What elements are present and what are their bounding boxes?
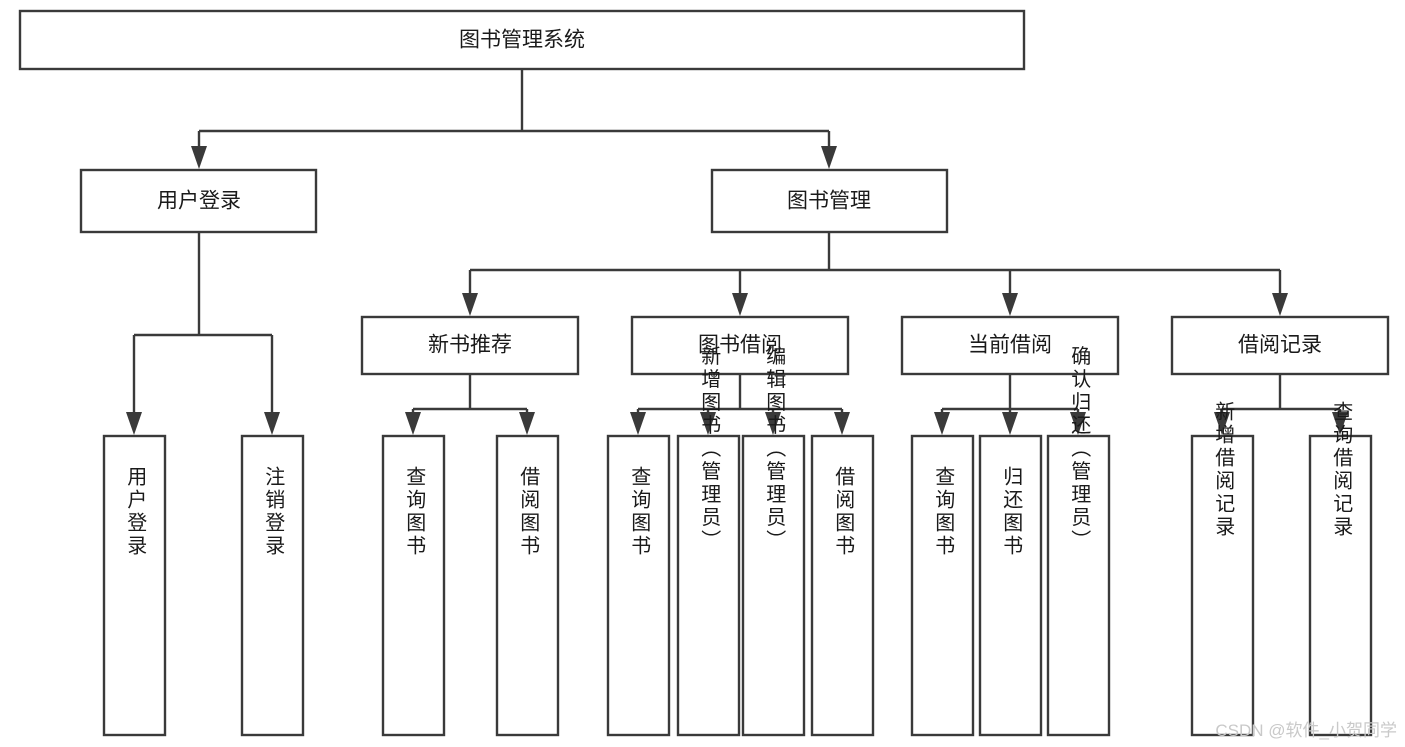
leaf-book-borrow-query-label: 查询图书	[628, 466, 651, 558]
node-current-borrow[interactable]: 当前借阅	[900, 315, 1120, 376]
node-user-login-box[interactable]	[79, 168, 318, 234]
node-book-management[interactable]: 图书管理	[710, 168, 949, 234]
arrow-head-cb-leaf-0	[934, 412, 950, 435]
leaf-book-borrow-add-box[interactable]	[676, 434, 741, 737]
node-book-borrow-box[interactable]	[630, 315, 850, 376]
leaf-current-borrow-query-box[interactable]	[910, 434, 975, 737]
arrow-head-user-login	[191, 146, 207, 169]
leaf-new-book-borrow-label: 借阅图书	[517, 466, 540, 558]
node-current-borrow-label: 当前借阅	[968, 334, 1052, 357]
arrow-head-bb-leaf-0	[630, 412, 646, 435]
leaf-book-borrow-borrow-label: 借阅图书	[832, 466, 855, 558]
leaf-book-borrow-add-label: 新增图书（管理员）	[698, 345, 721, 552]
leaf-user-login-logout-label: 注销登录	[262, 466, 285, 558]
leaf-user-login-logout[interactable]: 注销登录	[240, 434, 305, 737]
leaf-book-borrow-query-box[interactable]	[606, 434, 671, 737]
leaf-user-login-login-box[interactable]	[102, 434, 167, 737]
node-borrow-record-label: 借阅记录	[1238, 334, 1322, 357]
arrow-head-br-leaf-0	[1214, 412, 1230, 435]
node-root-box[interactable]	[18, 9, 1026, 71]
leaf-book-borrow-add[interactable]: 新增图书（管理员）	[676, 345, 741, 737]
leaf-book-borrow-edit-label: 编辑图书（管理员）	[763, 345, 786, 552]
node-borrow-record-box[interactable]	[1170, 315, 1390, 376]
leaf-new-book-borrow-box[interactable]	[495, 434, 560, 737]
node-user-login[interactable]: 用户登录	[79, 168, 318, 234]
node-book-management-label: 图书管理	[787, 190, 871, 213]
leaf-current-borrow-query-label: 查询图书	[932, 466, 955, 558]
arrow-head-nb-leaf-0	[405, 412, 421, 435]
node-new-book-recommend-box[interactable]	[360, 315, 580, 376]
arrow-head-leaf-logout	[264, 412, 280, 435]
leaf-book-borrow-query[interactable]: 查询图书	[606, 434, 671, 737]
node-new-book-recommend[interactable]: 新书推荐	[360, 315, 580, 376]
node-new-book-recommend-label: 新书推荐	[428, 334, 512, 357]
arrow-head-book-borrow	[732, 293, 748, 316]
leaf-current-borrow-confirm-box[interactable]	[1046, 434, 1111, 737]
leaf-book-borrow-edit[interactable]: 编辑图书（管理员）	[741, 345, 806, 737]
leaf-new-book-borrow[interactable]: 借阅图书	[495, 434, 560, 737]
leaf-borrow-record-query[interactable]: 查询借阅记录	[1308, 401, 1373, 737]
leaf-borrow-record-query-label: 查询借阅记录	[1330, 401, 1353, 539]
leaf-book-borrow-borrow[interactable]: 借阅图书	[810, 434, 875, 737]
leaf-book-borrow-edit-box[interactable]	[741, 434, 806, 737]
leaf-new-book-query-label: 查询图书	[403, 466, 426, 558]
arrow-head-cb-leaf-2	[1070, 412, 1086, 435]
leaf-borrow-record-query-box[interactable]	[1308, 434, 1373, 737]
node-user-login-label: 用户登录	[157, 190, 241, 213]
leaf-current-borrow-query[interactable]: 查询图书	[910, 434, 975, 737]
node-root[interactable]: 图书管理系统	[18, 9, 1026, 71]
arrow-head-borrow-record	[1272, 293, 1288, 316]
node-book-borrow-label: 图书借阅	[698, 334, 782, 357]
arrow-head-leaf-user-login	[126, 412, 142, 435]
arrow-head-bb-leaf-2	[765, 412, 781, 435]
leaf-new-book-query[interactable]: 查询图书	[381, 434, 446, 737]
node-current-borrow-box[interactable]	[900, 315, 1120, 376]
leaf-borrow-record-add-box[interactable]	[1190, 434, 1255, 737]
leaf-borrow-record-add-label: 新增借阅记录	[1212, 401, 1235, 539]
leaf-current-borrow-return[interactable]: 归还图书	[978, 434, 1043, 737]
leaf-new-book-query-box[interactable]	[381, 434, 446, 737]
connector-group	[126, 69, 1348, 435]
leaf-current-borrow-return-label: 归还图书	[1000, 466, 1023, 558]
arrow-head-book-mgmt	[821, 146, 837, 169]
arrow-head-bb-leaf-1	[700, 412, 716, 435]
leaf-book-borrow-borrow-box[interactable]	[810, 434, 875, 737]
leaf-user-login-logout-box[interactable]	[240, 434, 305, 737]
arrow-head-current-borrow	[1002, 293, 1018, 316]
node-book-borrow[interactable]: 图书借阅	[630, 315, 850, 376]
leaf-borrow-record-add[interactable]: 新增借阅记录	[1190, 401, 1255, 737]
node-borrow-record[interactable]: 借阅记录	[1170, 315, 1390, 376]
arrow-head-bb-leaf-3	[834, 412, 850, 435]
leaf-current-borrow-confirm[interactable]: 确认归还（管理员）	[1046, 345, 1111, 737]
node-book-management-box[interactable]	[710, 168, 949, 234]
arrow-head-nb-leaf-1	[519, 412, 535, 435]
leaf-current-borrow-return-box[interactable]	[978, 434, 1043, 737]
leaf-user-login-login[interactable]: 用户登录	[102, 434, 167, 737]
arrow-head-new-book	[462, 293, 478, 316]
leaf-user-login-login-label: 用户登录	[124, 466, 147, 558]
arrow-head-cb-leaf-1	[1002, 412, 1018, 435]
node-root-label: 图书管理系统	[459, 29, 585, 52]
leaf-current-borrow-confirm-label: 确认归还（管理员）	[1068, 345, 1091, 552]
arrow-head-br-leaf-1	[1332, 412, 1348, 435]
